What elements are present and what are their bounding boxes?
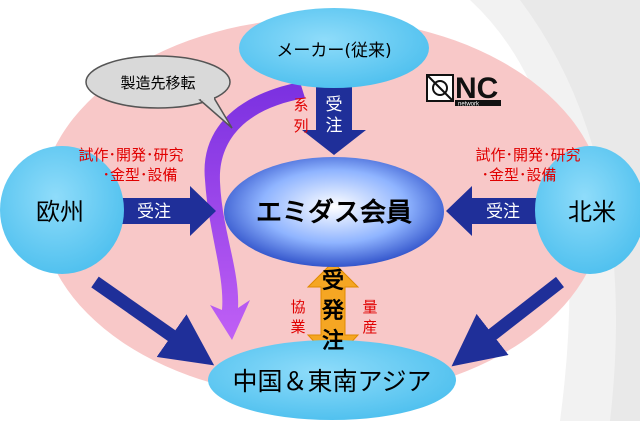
europe-order-label: 受注 (137, 202, 171, 222)
kyogyo-label-1: 協 (290, 298, 305, 316)
keiretsu-label-2: 列 (293, 117, 308, 135)
maker-order-label-2: 注 (326, 116, 343, 136)
kyogyo-label-2: 業 (290, 318, 305, 336)
europe-node (0, 146, 124, 274)
na-order-label: 受注 (486, 202, 520, 222)
ryosan-label-1: 量 (362, 298, 377, 316)
asia-label: 中国＆東南アジア (232, 367, 431, 396)
europe-to-asia-arrow (91, 276, 215, 366)
asia-node (208, 340, 456, 420)
rd-left-line-2: ･金型･設備 (102, 166, 177, 184)
maker-label: メーカー(従来) (276, 41, 391, 61)
relocation-arrow (204, 82, 305, 340)
europe-label: 欧州 (36, 198, 84, 226)
hacchu-label-3: 注 (322, 328, 344, 354)
rd-left-line-1: 試作･開発･研究 (78, 146, 183, 164)
maker-node (239, 8, 429, 88)
na-to-asia-arrow (451, 276, 564, 367)
relocation-bubble (85, 55, 231, 109)
rd-right-line-2: ･金型･設備 (481, 166, 556, 184)
maker-order-arrow (302, 82, 366, 155)
emidas-label: エミダス会員 (256, 197, 412, 228)
keiretsu-label-1: 系 (293, 96, 308, 114)
svg-text:NC: NC (455, 72, 498, 105)
na-order-arrow (446, 186, 540, 236)
background-swoosh-dark (520, 0, 640, 421)
nc-network-logo: NC network (426, 72, 501, 108)
hacchu-label-2: 発 (321, 299, 345, 324)
north-america-node (535, 146, 640, 274)
ryosan-label-2: 産 (362, 318, 377, 336)
svg-text:network: network (458, 102, 480, 108)
north-america-label: 北米 (568, 198, 616, 226)
relocation-label: 製造先移転 (120, 74, 195, 92)
emidas-node (224, 157, 444, 267)
hacchu-label-1: 受 (322, 268, 344, 294)
europe-order-arrow (118, 186, 216, 236)
maker-order-label-1: 受 (326, 95, 343, 115)
rd-right-line-1: 試作･開発･研究 (475, 146, 580, 164)
